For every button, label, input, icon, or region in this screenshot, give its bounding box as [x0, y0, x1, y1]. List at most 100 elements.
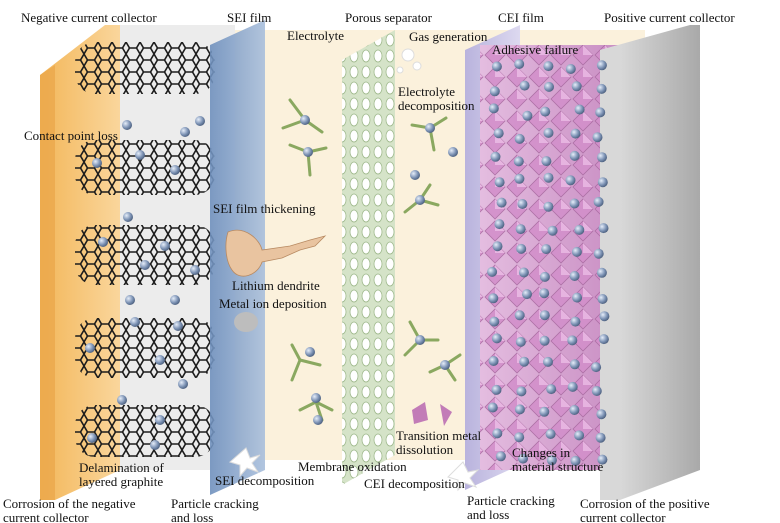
- label-cei-film: CEI film: [498, 11, 544, 25]
- lithium-ion: [596, 409, 606, 419]
- lithium-ion: [599, 223, 609, 233]
- lithium-ion: [572, 81, 582, 91]
- lithium-ion: [594, 249, 604, 259]
- label-particle-cracking-left: Particle cracking and loss: [171, 497, 259, 523]
- lithium-ion: [540, 107, 550, 117]
- lithium-ion: [493, 241, 503, 251]
- lithium-ion: [520, 81, 530, 91]
- lithium-ion: [570, 199, 580, 209]
- lithium-ion: [514, 174, 524, 184]
- lithium-ion: [544, 128, 554, 138]
- lithium-ion: [494, 219, 504, 229]
- label-membrane-oxidation: Membrane oxidation: [298, 460, 407, 474]
- lithium-ion: [495, 177, 505, 187]
- lithium-ion: [574, 225, 584, 235]
- lithium-ion: [599, 334, 609, 344]
- label-electrolyte: Electrolyte: [287, 29, 344, 43]
- lithium-ion: [591, 362, 601, 372]
- label-negative-current-collector: Negative current collector: [21, 11, 157, 25]
- lithium-ion: [492, 62, 502, 72]
- label-corrosion-positive: Corrosion of the positive current collec…: [580, 497, 710, 523]
- lithium-ion: [594, 197, 604, 207]
- label-sei-film: SEI film: [227, 11, 271, 25]
- lithium-ion: [570, 359, 580, 369]
- lithium-ion: [516, 224, 526, 234]
- lithium-ion: [544, 173, 554, 183]
- lithium-ion: [514, 156, 524, 166]
- label-particle-cracking-right: Particle cracking and loss: [467, 494, 555, 522]
- label-transition-metal-dissolution: Transition metal dissolution: [396, 429, 481, 457]
- lithium-ion: [514, 432, 524, 442]
- lithium-ion: [598, 294, 608, 304]
- lithium-ion: [489, 103, 499, 113]
- label-sei-decomposition: SEI decomposition: [215, 474, 314, 488]
- label-changes-in-material-structure: Changes in material structure: [512, 446, 603, 474]
- lithium-ion: [487, 267, 497, 277]
- lithium-ion: [522, 289, 532, 299]
- lithium-ion: [598, 177, 608, 187]
- lithium-ion: [597, 152, 607, 162]
- lithium-ion: [541, 244, 551, 254]
- lithium-ion: [597, 268, 607, 278]
- lithium-ion: [539, 288, 549, 298]
- lithium-ion: [575, 105, 585, 115]
- lithium-ion: [593, 132, 603, 142]
- lithium-ion: [515, 134, 525, 144]
- lithium-ion: [519, 268, 529, 278]
- lithium-ion: [519, 357, 529, 367]
- label-lithium-dendrite: Lithium dendrite: [232, 279, 320, 293]
- lithium-ion: [546, 384, 556, 394]
- lithium-ion: [544, 82, 554, 92]
- lithium-ion: [572, 247, 582, 257]
- label-positive-current-collector: Positive current collector: [604, 11, 735, 25]
- lithium-ion: [490, 86, 500, 96]
- lithium-ion: [515, 310, 525, 320]
- lithium-ion: [566, 64, 576, 74]
- label-delamination-of-layered-graphite: Delamination of layered graphite: [79, 461, 164, 489]
- lithium-ion: [541, 156, 551, 166]
- lithium-ion: [540, 310, 550, 320]
- lithium-ion: [496, 451, 506, 461]
- lithium-ion: [574, 430, 584, 440]
- lithium-ion: [597, 84, 607, 94]
- lithium-ion: [566, 175, 576, 185]
- lithium-ion: [567, 335, 577, 345]
- lithium-ion: [516, 337, 526, 347]
- label-sei-film-thickening: SEI film thickening: [213, 202, 316, 216]
- label-gas-generation: Gas generation: [409, 30, 487, 44]
- label-porous-separator: Porous separator: [345, 11, 432, 25]
- positive-current-collector: [600, 25, 700, 500]
- lithium-ion: [516, 244, 526, 254]
- lithium-ion: [514, 59, 524, 69]
- lithium-ion: [570, 151, 580, 161]
- lithium-ion: [488, 403, 498, 413]
- lithium-ion: [522, 111, 532, 121]
- lithium-ion: [491, 152, 501, 162]
- lithium-ion: [492, 333, 502, 343]
- lithium-ion: [489, 317, 499, 327]
- lithium-ion: [543, 61, 553, 71]
- lithium-ion: [515, 404, 525, 414]
- lithium-ion: [596, 433, 606, 443]
- lithium-ion: [492, 385, 502, 395]
- lithium-ion: [517, 199, 527, 209]
- porous-separator-layer: [342, 30, 395, 485]
- lithium-ion: [489, 356, 499, 366]
- lithium-ion: [570, 317, 580, 327]
- lithium-ion: [548, 226, 558, 236]
- lithium-ion: [494, 128, 504, 138]
- label-contact-point-loss: Contact point loss: [24, 129, 118, 143]
- lithium-ion: [570, 271, 580, 281]
- lithium-ion: [595, 107, 605, 117]
- label-metal-ion-deposition: Metal ion deposition: [219, 297, 327, 311]
- lithium-ion: [599, 311, 609, 321]
- lithium-ion: [572, 293, 582, 303]
- metal-deposit: [234, 312, 258, 332]
- lithium-ion: [597, 60, 607, 70]
- lithium-ion: [571, 129, 581, 139]
- lithium-ion: [543, 202, 553, 212]
- lithium-ion: [568, 382, 578, 392]
- lithium-ion: [540, 336, 550, 346]
